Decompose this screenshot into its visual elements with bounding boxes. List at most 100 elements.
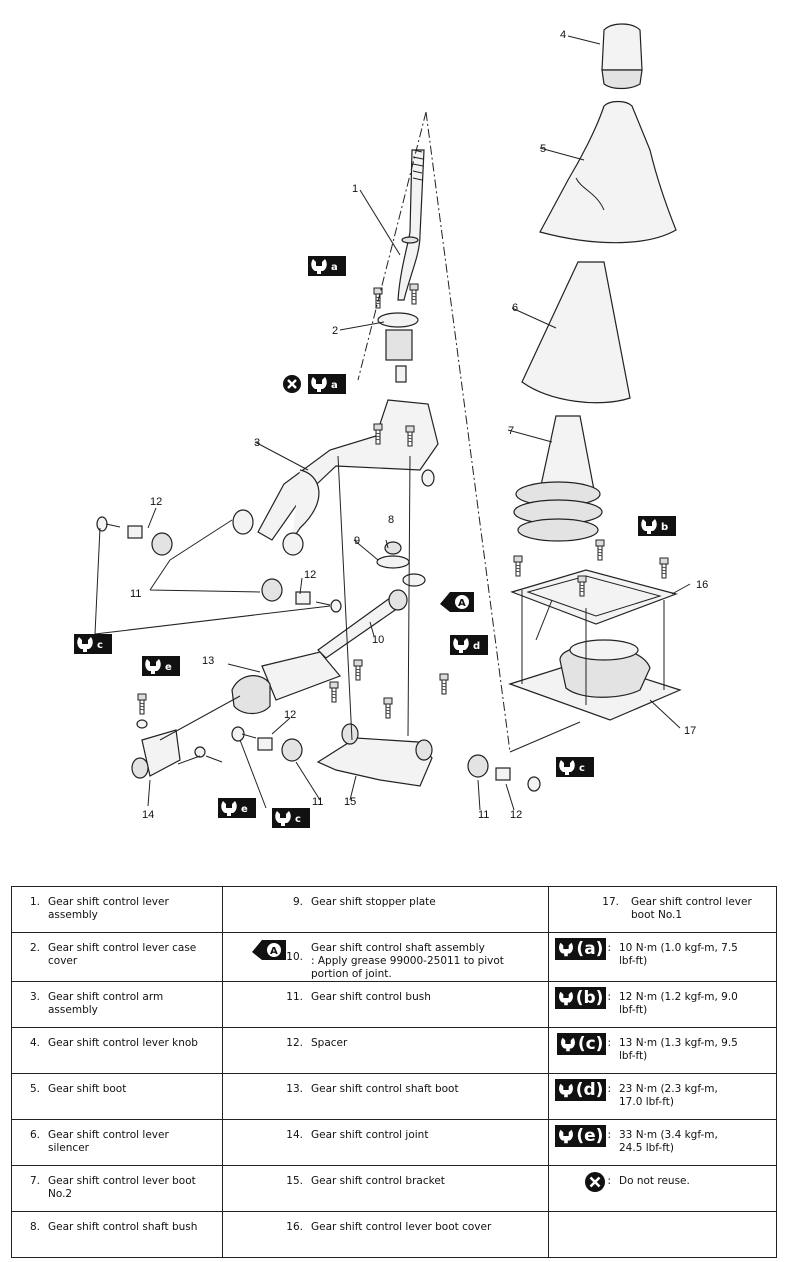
exploded-diagram: 1 2 3 4 5 6 7 8 9 10 11 11 11 12 12 12 1…: [74, 23, 708, 828]
boot-no2-drawing: [513, 415, 603, 542]
legend-cell: 7.Gear shift control lever boot No.2: [11, 1165, 223, 1212]
torque-wrench-icon: (e): [555, 1125, 607, 1147]
torque-tag-e1: e: [142, 656, 180, 676]
legend-item-text: Gear shift stopper plate: [311, 896, 436, 908]
lever-assembly-drawing: [397, 149, 425, 301]
gear-shift-boot-drawing: [539, 100, 677, 244]
do-not-reuse-icon: [585, 1172, 606, 1192]
torque-wrench-icon: (c): [556, 1033, 607, 1055]
legend-colon: :: [607, 1083, 611, 1095]
svg-text:d: d: [473, 641, 480, 652]
callout-10: 10: [372, 634, 384, 646]
assembly-lines: [94, 111, 581, 809]
legend-item-note: : Apply grease 99000-25011 to pivot port…: [311, 955, 504, 980]
legend-item-text: Gear shift control lever knob: [48, 1037, 198, 1049]
callout-11c: 11: [478, 809, 489, 821]
legend-item-text: Gear shift control lever assembly: [48, 896, 169, 921]
callout-12d: 12: [510, 809, 522, 821]
legend-item-text: Gear shift control lever case cover: [48, 942, 197, 967]
legend-cell: (b):12 N·m (1.2 kgf-m, 9.0 lbf-ft): [548, 981, 777, 1028]
svg-text:a: a: [331, 262, 338, 273]
legend-item-number: 3.: [29, 991, 40, 1003]
svg-text:c: c: [579, 763, 585, 774]
torque-tag-c2: c: [556, 757, 594, 777]
do-not-reuse-icon: [283, 375, 301, 393]
legend-item-text: Gear shift control lever boot No.1: [631, 896, 752, 921]
legend-item-text: Gear shift control arm assembly: [48, 991, 164, 1016]
grease-icon: A: [252, 938, 287, 960]
callout-6: 6: [512, 302, 518, 314]
legend-item-text: Gear shift control joint: [311, 1129, 429, 1141]
callout-8: 8: [388, 514, 394, 526]
legend-item-text: 10 N·m (1.0 kgf-m, 7.5 lbf-ft): [619, 942, 738, 967]
callout-numbers: 1 2 3 4 5 6 7 8 9 10 11 11 11 12 12 12 1…: [130, 29, 708, 821]
legend-colon: :: [607, 942, 611, 954]
legend-cell: (d):23 N·m (2.3 kgf-m, 17.0 lbf-ft): [548, 1073, 777, 1120]
torque-tag-c1: c: [74, 634, 112, 654]
legend-cell: 17.Gear shift control lever boot No.1: [548, 886, 777, 933]
legend-item-number: 16.: [286, 1221, 303, 1233]
legend-cell: 9. Gear shift stopper plate: [222, 886, 549, 933]
silencer-drawing: [521, 261, 631, 404]
callout-17: 17: [684, 725, 696, 737]
callout-14: 14: [142, 809, 154, 821]
callout-1: 1: [352, 183, 358, 195]
legend-cell: 1. Gear shift control lever assembly: [11, 886, 223, 933]
torque-tag-e2: e: [218, 798, 256, 818]
legend-row: 5.Gear shift boot 13. Gear shift control s…: [11, 1073, 777, 1120]
legend-item-number: 14.: [286, 1129, 303, 1141]
callout-12a: 12: [150, 496, 162, 508]
legend-item-number: 15.: [286, 1175, 303, 1187]
torque-wrench-icon: (d): [554, 1079, 607, 1101]
parts-legend-table: 1. Gear shift control lever assembly 9. Gea…: [11, 886, 777, 1258]
callout-13: 13: [202, 655, 214, 667]
legend-cell: 8.Gear shift control shaft bush: [11, 1211, 223, 1258]
svg-text:c: c: [295, 814, 301, 825]
legend-cell: 4.Gear shift control lever knob: [11, 1027, 223, 1074]
bush-spacer-drawings: [127, 525, 511, 781]
legend-item-text: Gear shift control shaft boot: [311, 1083, 459, 1095]
callout-2: 2: [332, 325, 338, 337]
bolt-drawings: [96, 283, 669, 792]
legend-item-number: 9.: [292, 896, 303, 908]
legend-cell: 5.Gear shift boot: [11, 1073, 223, 1120]
shaft-boot-drawing: [231, 651, 342, 715]
legend-item-text: Do not reuse.: [619, 1175, 690, 1187]
legend-cell: : Do not reuse.: [548, 1165, 777, 1212]
torque-tag-d: d: [450, 635, 488, 655]
legend-item-text: 13 N·m (1.3 kgf-m, 9.5 lbf-ft): [619, 1037, 738, 1062]
control-arm-drawing: [232, 399, 439, 556]
leader-lines: [147, 35, 691, 811]
legend-cell: 14. Gear shift control joint: [222, 1119, 549, 1166]
callout-9: 9: [354, 535, 360, 547]
legend-item-number: 12.: [286, 1037, 303, 1049]
legend-cell: [548, 1211, 777, 1258]
legend-item-number: 7.: [29, 1175, 40, 1187]
legend-item-number: 8.: [29, 1221, 40, 1233]
legend-colon: :: [607, 1175, 611, 1187]
legend-cell: 16.Gear shift control lever boot cover: [222, 1211, 549, 1258]
legend-item-number: 13.: [286, 1083, 303, 1095]
svg-text:e: e: [241, 804, 248, 815]
legend-item-text: Gear shift control shaft assembly: Apply…: [311, 942, 548, 981]
svg-text:A: A: [270, 946, 278, 957]
svg-text:A: A: [458, 598, 466, 609]
legend-item-number: 1.: [29, 896, 40, 908]
svg-text:c: c: [97, 640, 103, 651]
legend-cell: 15.Gear shift control bracket: [222, 1165, 549, 1212]
legend-row: 1. Gear shift control lever assembly 9. Gea…: [11, 886, 777, 933]
shaft-bush-drawing: [384, 541, 402, 555]
callout-11b: 11: [312, 796, 323, 808]
legend-cell: (a):10 N·m (1.0 kgf-m, 7.5 lbf-ft): [548, 932, 777, 982]
callout-15: 15: [344, 796, 356, 808]
legend-cell: 6.Gear shift control lever silencer: [11, 1119, 223, 1166]
legend-item-text: 33 N·m (3.4 kgf-m, 24.5 lbf-ft): [619, 1129, 718, 1154]
legend-item-number: 5.: [29, 1083, 40, 1095]
legend-colon: :: [607, 1037, 611, 1049]
callout-12c: 12: [284, 709, 296, 721]
